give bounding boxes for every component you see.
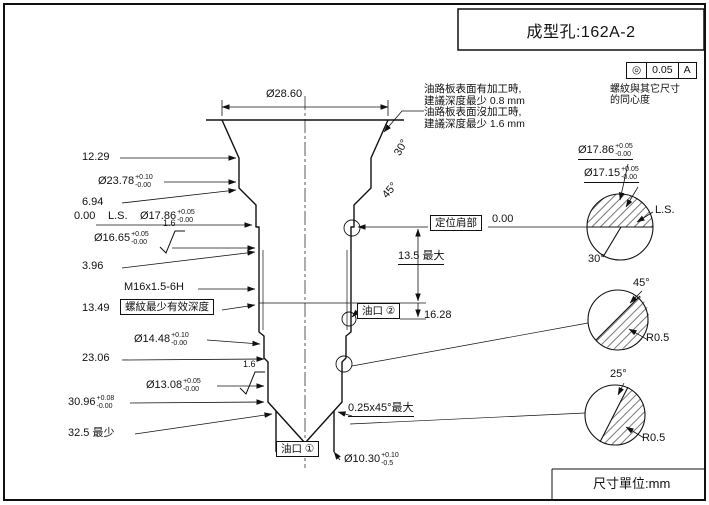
thread-spec: M16x1.5-6H (124, 281, 184, 293)
dim-value: 30.96 (68, 396, 96, 408)
detail-b-radius: R0.5 (646, 332, 670, 344)
drawing-title: 成型孔:162A-2 (526, 23, 636, 41)
tolerance-plus: +0.10 (171, 332, 189, 339)
dim-value: Ø10.30 (344, 453, 381, 465)
dim-depth-12-29: 12.29 (82, 151, 110, 163)
machining-notes: 油路板表面有加工時, 建議深度最少 0.8 mm 油路板表面沒加工時, 建議深度… (424, 83, 525, 130)
tolerance-plus: +0.10 (381, 452, 399, 459)
tolerance-minus: -0.00 (621, 173, 638, 181)
detail-a-dia-17-15: Ø17.15 +0.05 -0.00 (584, 166, 639, 183)
detail-c-radius: R0.5 (642, 432, 666, 444)
tolerance-minus: -0.5 (381, 459, 394, 467)
tolerance-minus: -0.00 (171, 339, 188, 347)
concentricity-symbol-icon: ◎ (632, 64, 642, 76)
dim-value: Ø14.48 (134, 333, 171, 345)
dim-depth-3-96: 3.96 (82, 260, 104, 272)
dim-value: Ø13.08 (146, 379, 183, 391)
surface-finish-icons (159, 230, 265, 395)
dim-right-0-00: 0.00 (492, 213, 514, 225)
dim-value: Ø17.15 (584, 167, 621, 179)
detail-view-a (586, 163, 654, 261)
dim-value: Ø23.78 (98, 175, 135, 187)
tolerance-plus: +0.05 (131, 231, 149, 238)
tolerance-plus: +0.10 (135, 174, 153, 181)
note-line1: 油路板表面有加工時, (424, 83, 522, 95)
gdt-note-line2: 的同心度 (610, 95, 650, 106)
thread-min-depth-note: 螺紋最少有效深度 (120, 299, 214, 315)
dim-depth-13-49: 13.49 (82, 302, 110, 314)
dimension-lines (96, 100, 587, 461)
tolerance-stack: +0.05 -0.00 (177, 209, 195, 224)
gdt-note: 螺紋與其它尺寸 的同心度 (610, 84, 680, 106)
dim-depth-30-96: 30.96 +0.08 -0.00 (68, 395, 114, 410)
dim-value: Ø16.65 (94, 232, 131, 244)
tolerance-plus: +0.05 (621, 166, 639, 173)
detail-a-dia-17-86: Ø17.86 +0.05 -0.00 (578, 143, 633, 160)
detail-leader-lines (349, 322, 589, 425)
detail-a-angle-30: 30° (588, 253, 605, 265)
tolerance-minus: -0.00 (177, 216, 194, 224)
dim-depth-23-06: 23.06 (82, 352, 110, 364)
locating-shoulder-label: 定位肩部 (430, 215, 482, 231)
dim-dia-16-65: Ø16.65 +0.05 -0.00 (94, 231, 149, 246)
tolerance-plus: +0.05 (183, 378, 201, 385)
dim-13-5-max: 13.5 最大 (398, 250, 445, 265)
dim-depth-32-5-min: 32.5 最少 (68, 427, 115, 439)
dim-value: Ø17.86 (140, 210, 177, 222)
dim-dia-14-48: Ø14.48 +0.10 -0.00 (134, 332, 189, 347)
tolerance-minus: -0.00 (615, 150, 632, 158)
chamfer-note: 0.25x45°最大 (348, 402, 414, 417)
sheet-border (3, 3, 706, 501)
tolerance-plus: +0.05 (615, 143, 633, 150)
gdt-frame: ◎ 0.05 A (626, 62, 697, 79)
dim-depth-0-00: 0.00 (74, 210, 96, 222)
dim-dia-28-60: Ø28.60 (266, 88, 303, 100)
part-outline (206, 119, 404, 452)
note-line4: 建議深度最少 1.6 mm (424, 117, 525, 130)
surface-finish-value: 1.6 (163, 218, 176, 228)
tolerance-stack: +0.08 -0.00 (97, 395, 115, 410)
tolerance-stack: +0.05 -0.00 (621, 166, 639, 181)
tolerance-stack: +0.10 -0.00 (171, 332, 189, 347)
gdt-tolerance: 0.05 (646, 63, 677, 78)
tolerance-minus: -0.00 (96, 402, 113, 410)
tolerance-stack: +0.05 -0.00 (183, 378, 201, 393)
detail-view-b (587, 289, 650, 351)
locating-shoulder-abbrev: L.S. (108, 210, 128, 222)
note-line3: 油路板表面沒加工時, (424, 106, 522, 118)
note-line2: 建議深度最少 0.8 mm (424, 94, 525, 107)
gdt-note-line1: 螺紋與其它尺寸 (610, 84, 680, 95)
tolerance-plus: +0.05 (177, 209, 195, 216)
callout-circles (335, 219, 361, 373)
dim-dia-17-86: Ø17.86 +0.05 -0.00 (140, 209, 195, 224)
tolerance-minus: -0.00 (183, 385, 200, 393)
gdt-datum: A (677, 63, 696, 78)
dim-depth-16-28: 16.28 (424, 309, 452, 321)
tolerance-minus: -0.00 (135, 181, 152, 189)
title-block: 成型孔:162A-2 (458, 9, 704, 50)
thread-lines (259, 250, 351, 330)
tolerance-stack: +0.10 -0.00 (135, 174, 153, 189)
tolerance-minus: -0.00 (131, 238, 148, 246)
dim-dia-23-78: Ø23.78 +0.10 -0.00 (98, 174, 153, 189)
dim-depth-6-94: 6.94 (82, 196, 104, 208)
detail-a-ls: L.S. (655, 204, 675, 216)
tolerance-plus: +0.08 (96, 395, 115, 402)
dim-dia-13-08: Ø13.08 +0.05 -0.00 (146, 378, 201, 393)
oil-port-2-label: 油口 ② (357, 303, 401, 319)
surface-finish-value: 1.6 (243, 359, 256, 369)
oil-port-1-label: 油口 ① (276, 441, 320, 457)
tolerance-stack: +0.10 -0.5 (381, 452, 399, 467)
dim-dia-10-30: Ø10.30 +0.10 -0.5 (344, 452, 399, 467)
detail-b-angle-45: 45° (633, 277, 650, 289)
tolerance-stack: +0.05 -0.00 (615, 143, 633, 158)
tolerance-stack: +0.05 -0.00 (131, 231, 149, 246)
units-label: 尺寸單位:mm (593, 476, 671, 491)
dim-value: Ø17.86 (578, 144, 615, 156)
detail-view-c (584, 382, 646, 446)
detail-c-angle-25: 25° (610, 368, 627, 380)
